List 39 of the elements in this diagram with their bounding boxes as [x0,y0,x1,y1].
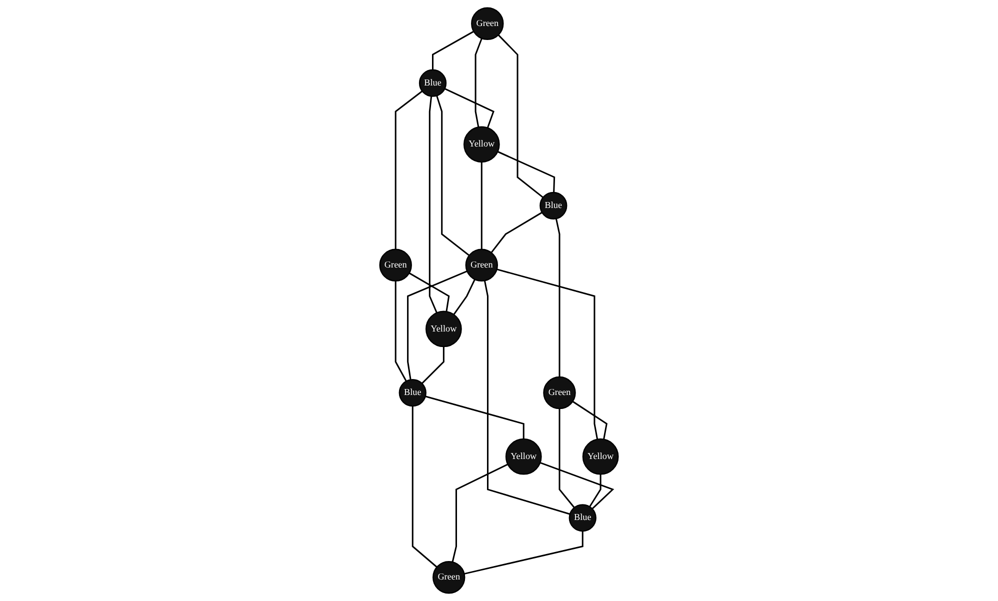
node-circle: Green [543,376,576,410]
connector [474,38,482,128]
connector [484,280,570,515]
connector [496,268,598,440]
node-circle: Blue [568,504,596,532]
connector [464,531,584,575]
connector [394,280,407,382]
connector [407,270,468,380]
node-circle: Blue [418,69,447,97]
node-circle: Green [432,561,466,594]
connector [497,150,556,192]
connector [453,279,476,316]
connector [498,34,544,198]
connector [421,346,444,384]
connector [394,90,423,250]
connector [408,272,450,312]
connector [572,400,608,440]
node-circle: Yellow [582,438,619,475]
connector [490,212,542,254]
connector [589,474,602,508]
connector [436,95,470,256]
connector [432,30,474,70]
connector [452,464,508,562]
connector [412,406,438,568]
node-circle: Green [465,248,498,282]
node-circle: Yellow [426,310,462,348]
connector [480,162,482,250]
connector [558,408,575,508]
node-circle: Yellow [463,126,500,163]
connector [425,396,524,440]
connector [555,218,560,378]
node-circle: Green [379,248,412,282]
node-circle: Green [471,7,504,40]
connector [428,96,438,314]
connector [540,462,614,510]
node-circle: Yellow [505,438,542,475]
node-circle: Blue [398,378,426,407]
connector [444,88,494,128]
node-circle: Blue [540,192,568,220]
